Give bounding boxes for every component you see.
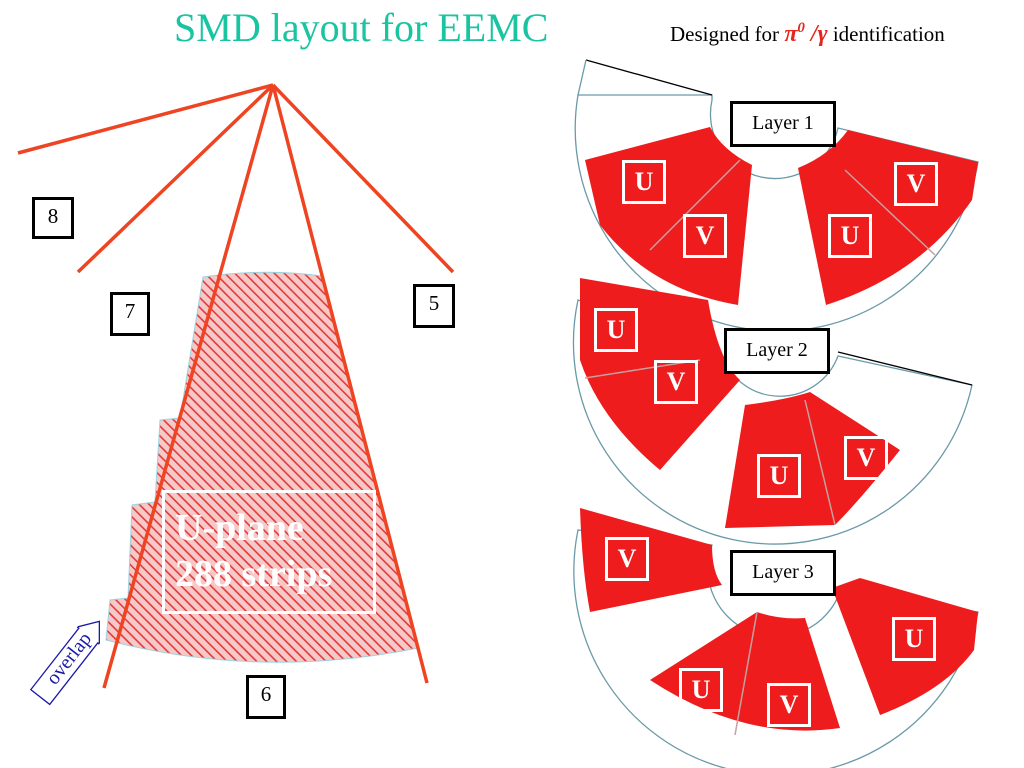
layer-2-plane-u-2: U [757, 454, 801, 498]
layer-1-plane-u-2: U [828, 214, 872, 258]
sector-boundary-lines [17, 83, 455, 689]
sector-label-8: 8 [32, 197, 74, 239]
layer-3-red-segment-right [832, 578, 978, 715]
layer-3-label: Layer 3 [730, 550, 836, 596]
layer-2-plane-v-2: V [844, 436, 888, 480]
u-plane-hatched-area [105, 271, 419, 663]
layer-1-plane-v-2: V [894, 162, 938, 206]
sector-label-7: 7 [110, 292, 150, 336]
boundary-line-8 [17, 83, 274, 155]
subtitle: Designed for π0 /γ identification [670, 20, 945, 48]
layer-1-red-segment-right [798, 130, 978, 305]
layer-1-plane-u: U [622, 160, 666, 204]
sector-label-5: 5 [413, 284, 455, 328]
pi-symbol: π [784, 21, 798, 47]
layer-3-plane-u: U [679, 668, 723, 712]
layer-2-diagram [572, 278, 973, 545]
layer-2-red-segment-right [725, 392, 900, 528]
pi-gamma-symbol: π0 /γ [784, 20, 828, 47]
subtitle-suffix: identification [827, 22, 945, 46]
layer-3-red-segment-bottom [650, 612, 840, 731]
sector-label-6: 6 [246, 675, 286, 719]
u-plane-title: U-plane [175, 507, 304, 549]
layer-3-plane-v: V [605, 537, 649, 581]
boundary-line-6-right [271, 84, 429, 684]
pi-superscript: 0 [797, 20, 805, 36]
layer-1-red-segment-left [585, 127, 752, 305]
u-plane-label: U-plane 288 strips [162, 490, 376, 614]
layer-3-plane-u-2: U [892, 617, 936, 661]
layer-2-plane-v: V [654, 360, 698, 404]
layer-2-plane-u: U [594, 308, 638, 352]
overlap-arrow-shape [29, 620, 101, 706]
gamma-symbol: /γ [804, 21, 828, 47]
layer-3-red-segment-top-left [580, 508, 722, 612]
subtitle-prefix: Designed for [670, 22, 785, 46]
layer-1-diagram [574, 59, 979, 332]
page-title: SMD layout for EEMC [174, 5, 549, 50]
layer-3-plane-v-2: V [767, 683, 811, 727]
u-plane-strips: 288 strips [175, 553, 333, 595]
layer-3-diagram [573, 508, 979, 768]
boundary-line-6-left [102, 84, 275, 689]
layer-1-plane-v: V [683, 214, 727, 258]
boundary-line-5 [271, 83, 455, 274]
layer-2-red-segment-left [580, 278, 740, 470]
overlap-arrow: overlap [28, 611, 112, 707]
layer-2-label: Layer 2 [724, 328, 830, 374]
boundary-line-7 [76, 83, 275, 274]
layer-1-label: Layer 1 [730, 101, 836, 147]
